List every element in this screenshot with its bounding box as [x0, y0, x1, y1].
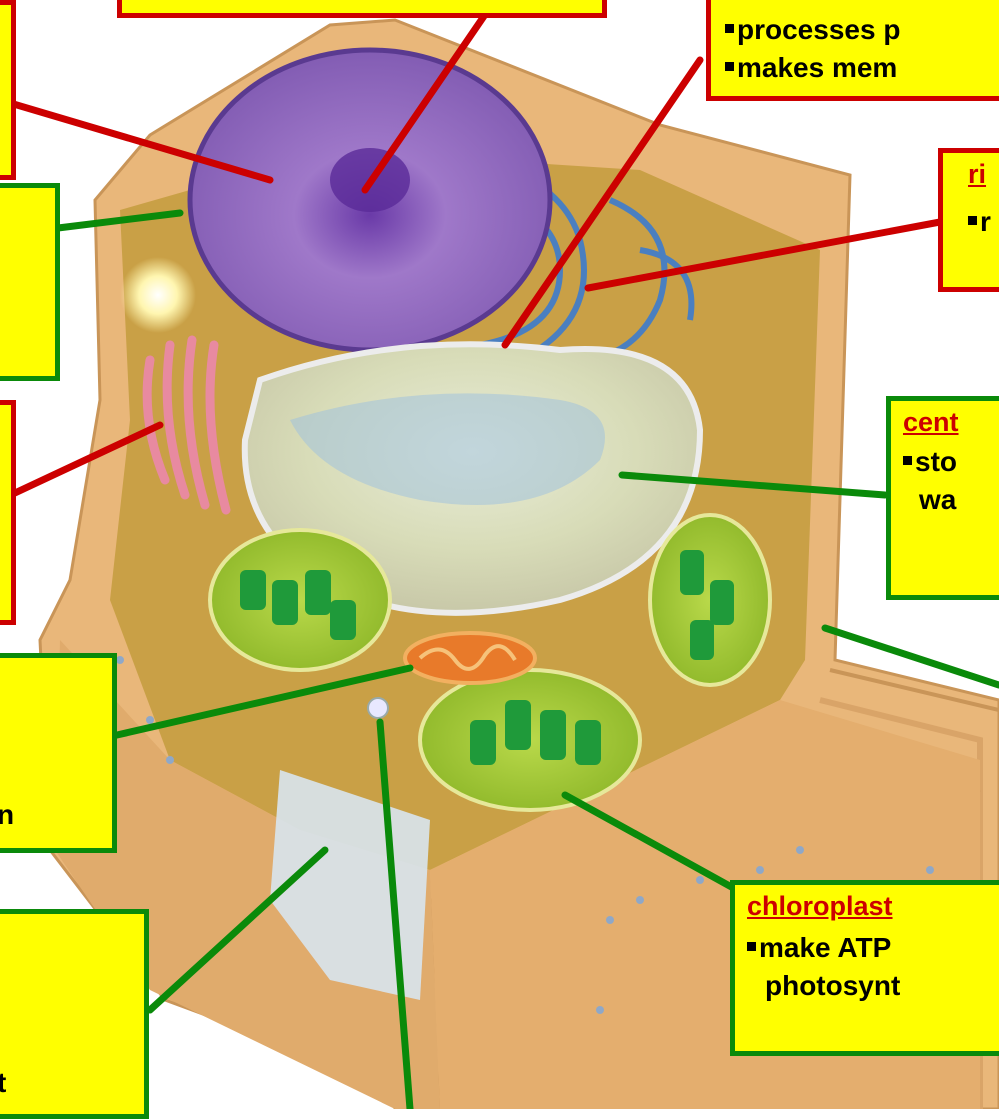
small-organelle [368, 698, 388, 718]
chloroplast-bottom [420, 670, 640, 810]
ribosomes-label-box: ri r [938, 148, 999, 292]
central-vacuole-line-1: sto [903, 443, 999, 481]
mitochondria-line-fragment: n [0, 796, 14, 834]
chloroplast-line-2: photosynt [747, 967, 999, 1005]
central-vacuole-label-box: cent sto wa [886, 396, 999, 600]
peroxisome-glow [120, 257, 196, 333]
vacuole-line-fragment: t [0, 1064, 6, 1102]
chloroplast-left [210, 530, 390, 670]
ribosomes-title: ri [968, 157, 999, 191]
golgi-label-box [0, 400, 16, 625]
nucleus-label-box [117, 0, 607, 18]
cytoplasm-label-box [0, 183, 60, 381]
chloroplast-title: chloroplast [747, 889, 999, 923]
vacuole-label-box: t [0, 909, 149, 1119]
endoplasmic-reticulum-label-box: processes p makes mem [706, 0, 999, 101]
central-vacuole-title: cent [903, 405, 999, 439]
er-line-2: makes mem [725, 49, 999, 87]
er-line-1: processes p [725, 11, 999, 49]
central-vacuole-line-2: wa [903, 481, 999, 519]
chloroplast-right [650, 515, 770, 685]
ribosomes-line-1: r [968, 203, 999, 241]
mitochondria-label-box: n [0, 653, 117, 853]
chloroplast-label-box: chloroplast make ATP photosynt [730, 880, 999, 1056]
chloroplast-line-1: make ATP [747, 929, 999, 967]
nucleus-side-box [0, 0, 16, 180]
